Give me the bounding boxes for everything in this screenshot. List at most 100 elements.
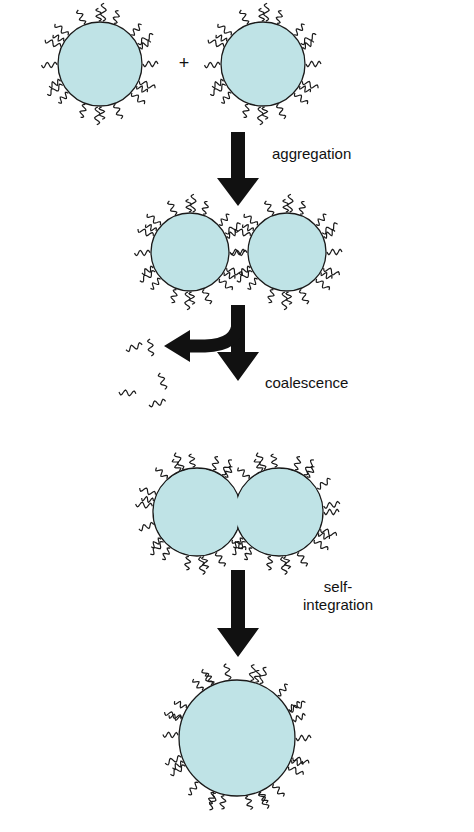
nanoparticle: [151, 213, 229, 291]
ligand: [265, 201, 274, 215]
ligand: [188, 782, 198, 795]
ligand: [53, 35, 64, 41]
ligand: [244, 214, 258, 225]
ligand: [273, 784, 284, 796]
ligand: [216, 552, 226, 566]
nanoparticle: [248, 213, 326, 291]
ligand: [140, 488, 156, 495]
ligand: [307, 467, 315, 478]
ligand: [185, 556, 191, 570]
process-arrow: [217, 132, 259, 206]
ligand: [271, 454, 277, 467]
ligand: [317, 478, 331, 489]
ligand: [174, 453, 183, 470]
ligand: [49, 79, 61, 88]
ligand: [165, 712, 182, 718]
ligand: [289, 767, 304, 775]
ligand: [237, 271, 253, 282]
ligand: [219, 279, 232, 290]
ligand: [170, 765, 185, 776]
ligand: [173, 761, 184, 770]
ligand: [163, 732, 178, 737]
ligand: [225, 467, 233, 478]
ligand: [42, 62, 58, 67]
ligand: [314, 540, 328, 550]
ligand: [77, 10, 86, 24]
ligand: [306, 61, 321, 66]
ligand: [302, 81, 318, 88]
ligand: [210, 793, 216, 810]
removal-arrowhead: [164, 330, 190, 362]
ligand: [300, 86, 311, 92]
nanoparticle: [58, 22, 142, 106]
ligand: [55, 24, 69, 35]
ligand: [158, 373, 167, 389]
ligand: [131, 24, 141, 35]
ligand: [151, 538, 161, 548]
ligand: [189, 454, 195, 467]
ligand: [142, 266, 153, 275]
ligand: [294, 24, 304, 35]
ligand: [240, 10, 249, 24]
ligand: [224, 273, 235, 279]
ligand: [259, 792, 269, 808]
ligand: [165, 756, 181, 765]
step-label: aggregation: [272, 145, 382, 163]
ligand: [294, 457, 300, 470]
ligand: [292, 760, 303, 766]
ligand: [193, 679, 204, 690]
ligand: [205, 62, 221, 67]
ligand: [238, 468, 250, 479]
ligand: [185, 292, 190, 310]
ligand: [296, 735, 311, 740]
ligand: [243, 225, 254, 231]
ligand: [174, 701, 186, 708]
plus-sign: +: [174, 54, 194, 72]
ligand: [143, 61, 158, 66]
ligand: [146, 225, 157, 231]
ligand: [171, 290, 177, 303]
ligand: [142, 497, 154, 503]
ligand: [316, 214, 326, 225]
ligand: [281, 557, 287, 575]
ligand: [95, 107, 100, 125]
ligand: [212, 79, 224, 88]
ligand: [139, 523, 154, 531]
ligand: [243, 104, 249, 117]
ligand: [239, 266, 250, 275]
ligand: [321, 529, 337, 536]
ligand: [267, 556, 273, 570]
ligand: [248, 278, 258, 289]
ligand: [156, 468, 168, 479]
ligand: [324, 502, 340, 509]
ligand: [151, 278, 161, 289]
ligand: [277, 104, 286, 119]
ligand: [140, 41, 151, 49]
ligand: [212, 457, 218, 470]
ligand: [298, 552, 308, 566]
ligand: [219, 214, 229, 225]
ligand: [220, 796, 226, 809]
ligand: [321, 273, 332, 279]
step-label: coalescence: [265, 374, 375, 392]
ligand: [149, 399, 166, 407]
ligand: [168, 201, 177, 215]
ligand: [135, 250, 151, 255]
coalesced-particle: [153, 468, 241, 556]
ligand: [316, 279, 329, 290]
ligand: [131, 93, 144, 104]
ligand: [101, 3, 107, 21]
ligand: [80, 104, 86, 117]
coalesced-particle: [235, 468, 323, 556]
ligand: [303, 41, 314, 49]
ligand: [264, 3, 270, 21]
ligand: [162, 548, 170, 560]
ligand: [276, 11, 282, 24]
ligand: [244, 548, 252, 560]
ligand: [300, 289, 309, 304]
ligand: [278, 684, 288, 696]
ligand: [227, 230, 238, 238]
ligand: [221, 92, 231, 103]
ligand: [327, 249, 342, 254]
ligand: [324, 509, 339, 514]
